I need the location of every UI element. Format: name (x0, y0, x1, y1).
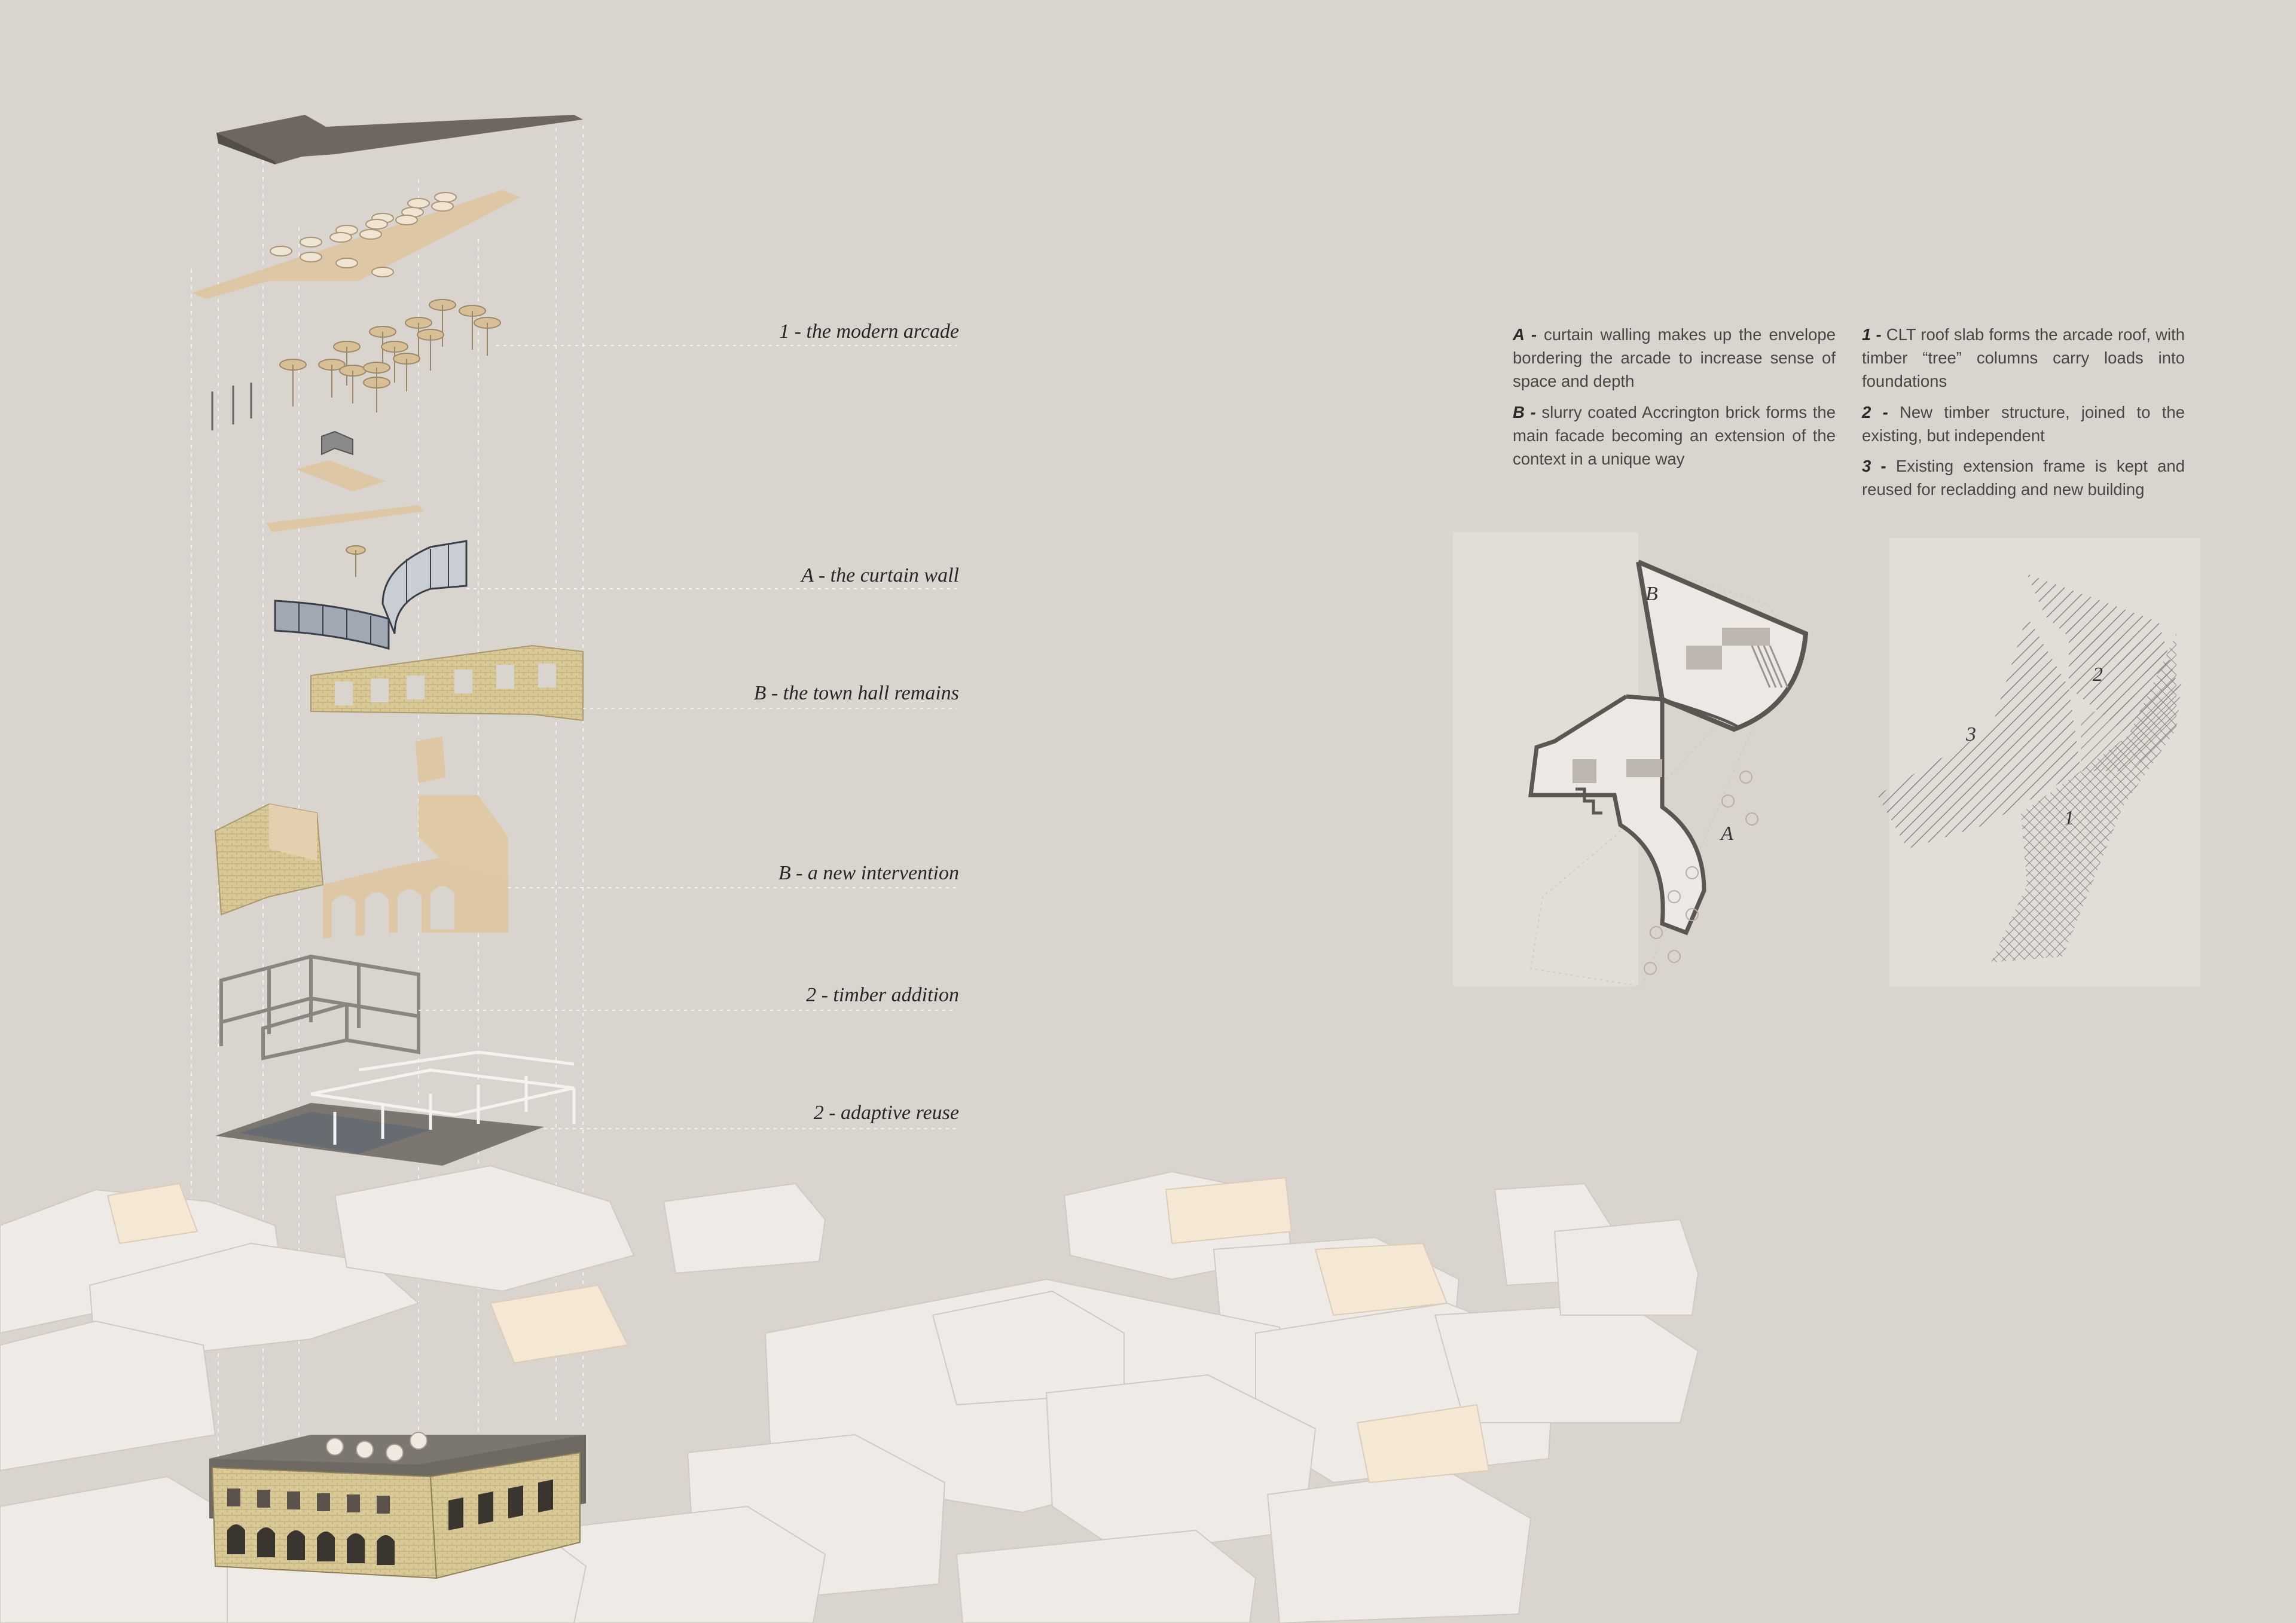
context-city (0, 1164, 1699, 1623)
note-2: 2 - New timber structure, joined to the … (1862, 403, 2185, 445)
timber-addition (219, 954, 420, 1060)
leader-lines (419, 345, 957, 1129)
note-b: B - slurry coated Accrington brick forms… (1513, 403, 1836, 468)
curtain-wall-layer (274, 540, 468, 650)
new-intervention (214, 736, 508, 939)
label-modern-arcade: 1 - the modern arcade (779, 320, 959, 343)
zones-plan (1877, 538, 2200, 986)
note-1: 1 - CLT roof slab forms the arcade roof,… (1862, 325, 2185, 390)
plan-label-b: B (1645, 583, 1658, 605)
zone-label-3: 3 (1966, 723, 1976, 745)
town-hall-remains (310, 644, 584, 722)
floor-plan (1453, 532, 1809, 988)
adaptive-reuse (215, 1050, 576, 1166)
plan-label-a: A (1721, 823, 1733, 845)
project-building (209, 1432, 586, 1579)
context-city-warm (106, 1176, 1490, 1484)
tree-columns (279, 299, 501, 412)
label-adaptive-reuse: 2 - adaptive reuse (813, 1102, 959, 1124)
roof-slab (216, 115, 583, 164)
label-curtain-wall: A - the curtain wall (801, 564, 959, 586)
zone-label-1: 1 (2064, 807, 2074, 829)
note-3: 3 - Existing extension frame is kept and… (1862, 457, 2185, 499)
label-timber-addition: 2 - timber addition (806, 984, 959, 1006)
zone-label-2: 2 (2093, 664, 2103, 686)
label-new-intervention: B - a new intervention (778, 862, 959, 884)
note-a: A - curtain walling makes up the envelop… (1513, 325, 1836, 390)
single-tree (346, 545, 366, 577)
clt-slab (191, 190, 520, 299)
label-town-hall-remains: B - the town hall remains (753, 682, 959, 704)
